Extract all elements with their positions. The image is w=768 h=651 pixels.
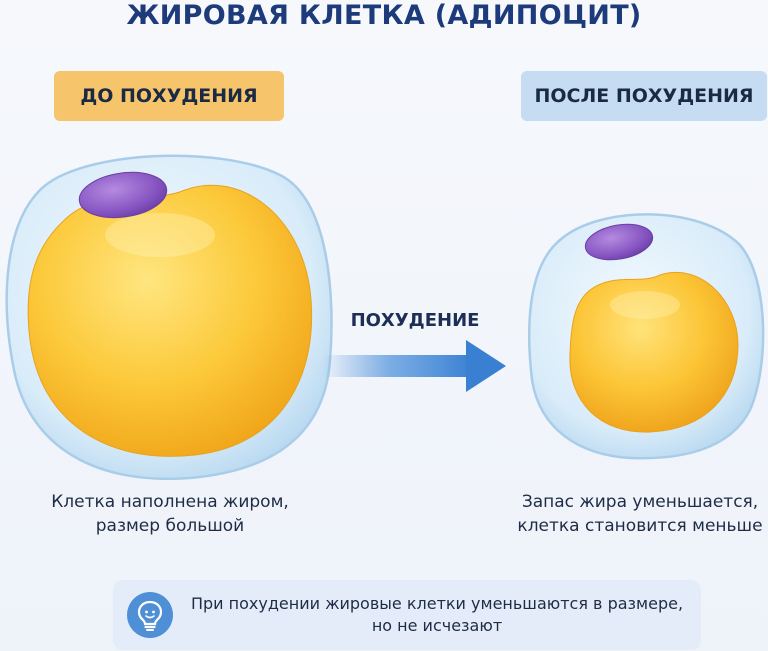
after-caption-line2: клетка становится меньше: [517, 516, 763, 536]
note-text: При похудении жировые клетки уменьшаются…: [183, 593, 691, 637]
after-caption: Запас жира уменьшается, клетка становитс…: [512, 490, 768, 538]
transition-arrow: [322, 340, 506, 392]
small-cell-nucleus: [584, 223, 654, 261]
small-fat-droplet: [569, 272, 739, 433]
large-fat-cell: [5, 154, 333, 481]
large-fat-droplet: [27, 184, 313, 457]
page-title: ЖИРОВАЯ КЛЕТКА (АДИПОЦИТ): [126, 0, 642, 31]
lightbulb-icon: [127, 592, 173, 638]
before-caption-line2: размер большой: [95, 516, 245, 536]
before-caption: Клетка наполнена жиром, размер большой: [20, 490, 320, 538]
after-label: ПОСЛЕ ПОХУДЕНИЯ: [521, 71, 767, 121]
info-note: При похудении жировые клетки уменьшаются…: [113, 580, 701, 650]
arrow-label: ПОХУДЕНИЕ: [350, 310, 480, 331]
after-caption-line1: Запас жира уменьшается,: [521, 492, 759, 512]
large-cell-nucleus: [78, 171, 168, 219]
note-line2: но не исчезают: [371, 616, 503, 635]
before-caption-line1: Клетка наполнена жиром,: [51, 492, 289, 512]
small-fat-cell: [527, 213, 765, 460]
note-line1: При похудении жировые клетки уменьшаются…: [190, 594, 684, 613]
before-label: ДО ПОХУДЕНИЯ: [54, 71, 284, 121]
